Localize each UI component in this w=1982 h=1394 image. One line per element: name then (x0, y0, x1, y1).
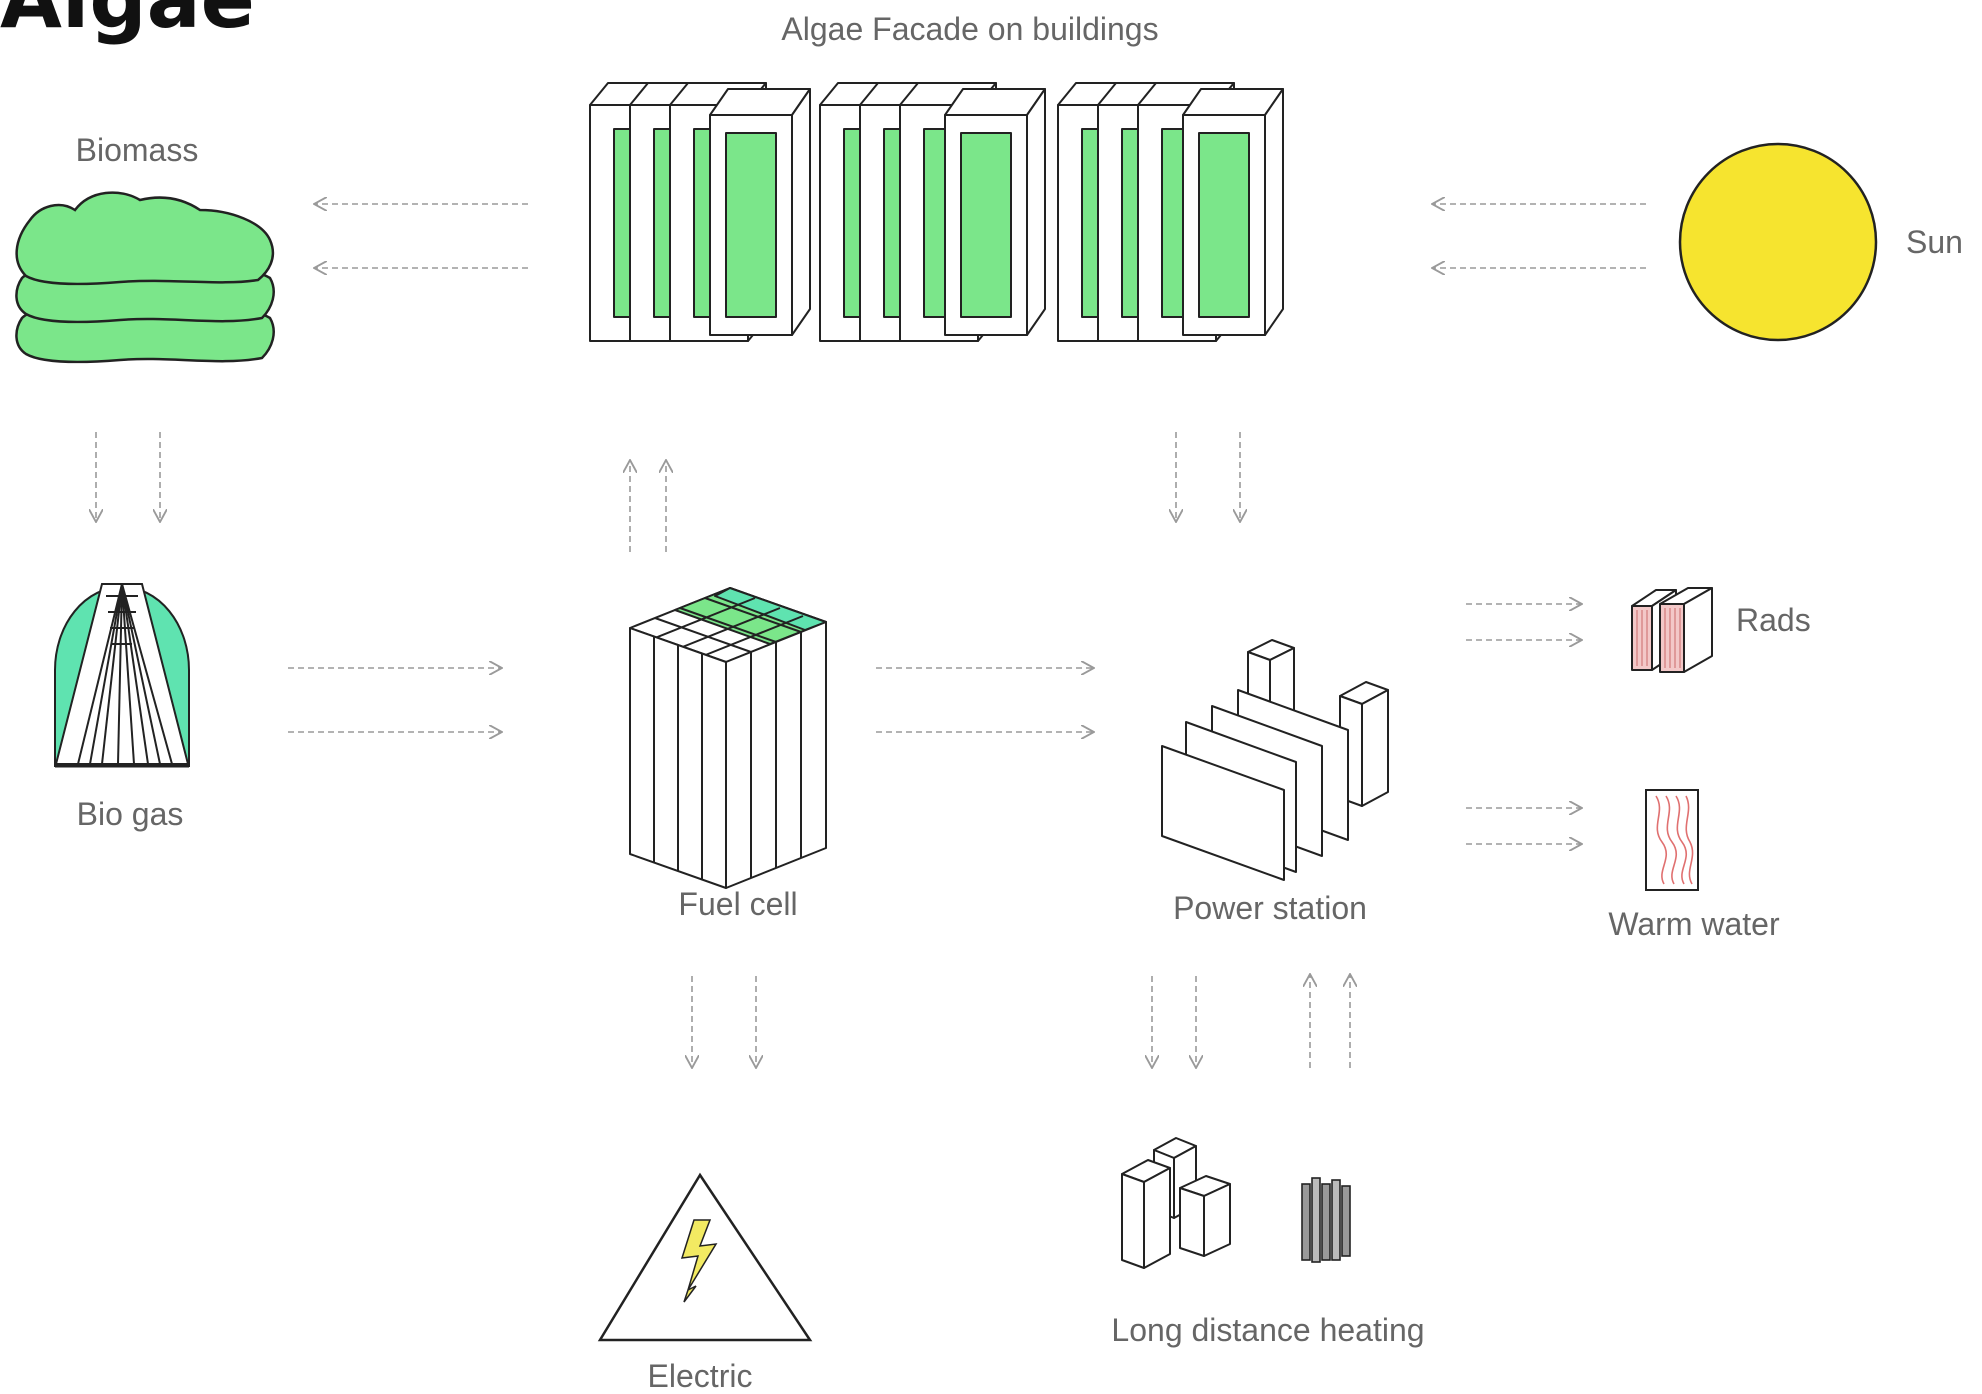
power-station-label: Power station (1173, 890, 1367, 926)
facade-label: Algae Facade on buildings (781, 11, 1159, 47)
biomass-icon (15, 191, 275, 364)
page-title: Algae (0, 0, 255, 40)
heating-buildings-icon (1121, 1137, 1231, 1269)
warm-water-icon (1645, 789, 1699, 891)
facade-panel-group-2 (819, 82, 1046, 342)
biogas-dome-icon (54, 583, 190, 768)
biogas-label: Bio gas (76, 796, 184, 832)
rads-icon (1631, 587, 1713, 673)
power-station-icon (1161, 639, 1389, 881)
electric-label: Electric (647, 1358, 753, 1394)
fuel-cell-icon (629, 587, 827, 889)
fuel-cell-label: Fuel cell (678, 886, 798, 922)
rads-label: Rads (1736, 602, 1811, 638)
biomass-label: Biomass (75, 132, 199, 168)
facade-panel-group-1 (589, 82, 811, 342)
heating-pipes-icon (1301, 1177, 1351, 1263)
facade-panel-group-3 (1057, 82, 1284, 342)
algae-facade-panels (589, 82, 1284, 342)
heating-label: Long distance heating (1111, 1312, 1425, 1348)
flow-arrows (96, 204, 1646, 1068)
sun-label: Sun (1906, 224, 1963, 260)
electric-hazard-icon (597, 1172, 813, 1342)
warm-water-label: Warm water (1608, 906, 1780, 942)
sun-icon (1678, 142, 1878, 342)
